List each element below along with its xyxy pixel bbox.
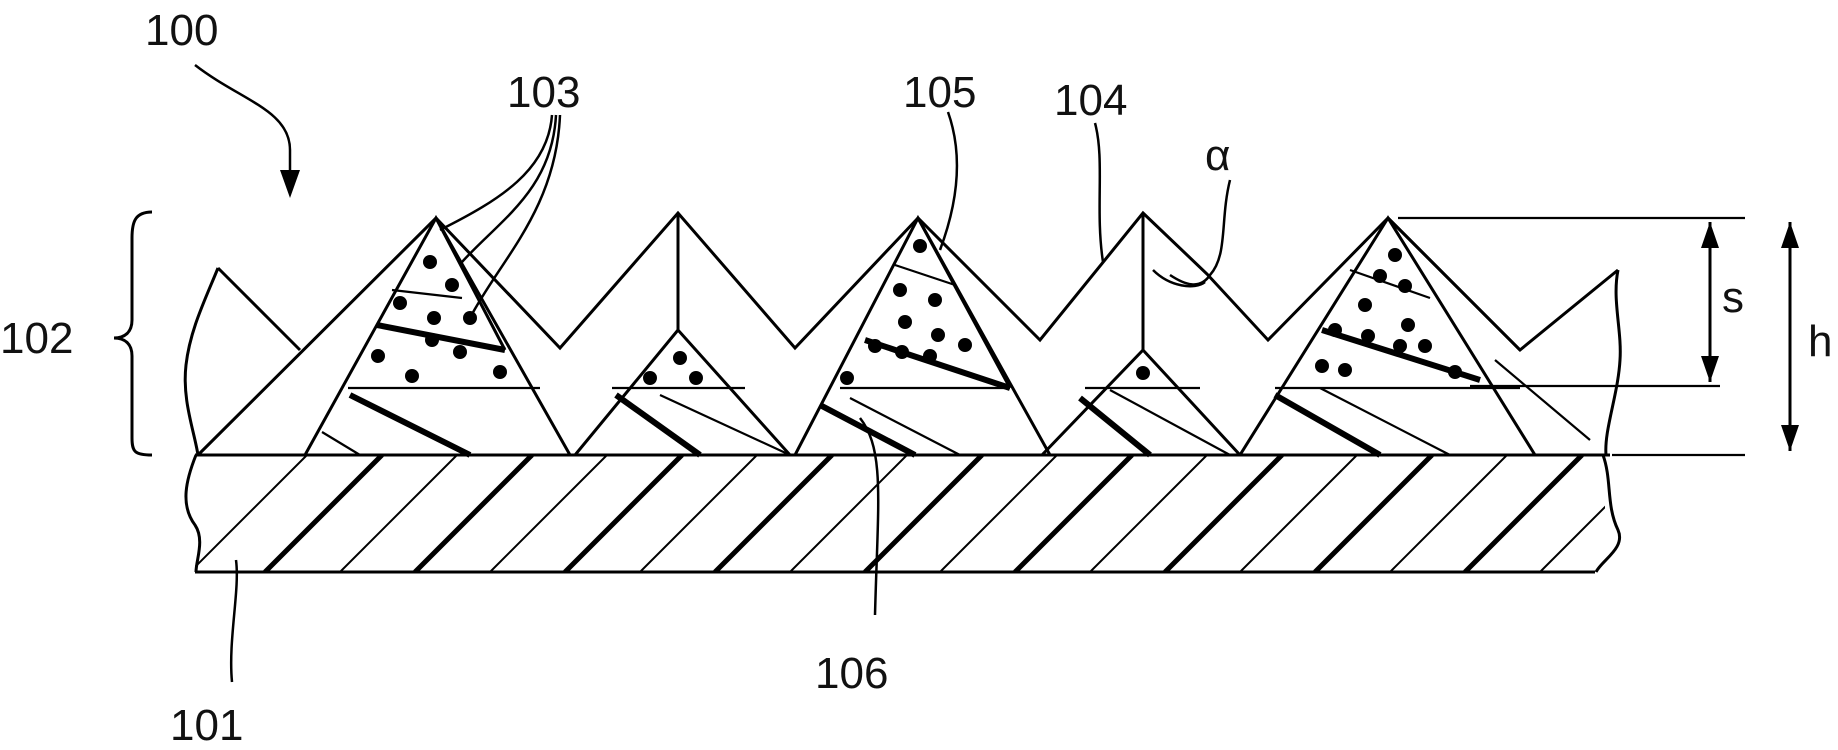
label-103: 103 bbox=[507, 68, 580, 117]
label-104: 104 bbox=[1054, 76, 1127, 125]
label-h: h bbox=[1808, 317, 1832, 366]
label-101: 101 bbox=[170, 701, 243, 750]
label-106: 106 bbox=[815, 649, 888, 698]
leader-lines bbox=[194, 64, 1232, 683]
label-102: 102 bbox=[0, 314, 73, 363]
particles bbox=[371, 239, 1462, 385]
label-alpha: α bbox=[1205, 131, 1230, 180]
label-105: 105 bbox=[903, 68, 976, 117]
label-s: s bbox=[1722, 273, 1744, 322]
label-100: 100 bbox=[145, 6, 218, 55]
dimension-lines bbox=[1398, 216, 1799, 457]
substrate-layer bbox=[184, 453, 1622, 574]
